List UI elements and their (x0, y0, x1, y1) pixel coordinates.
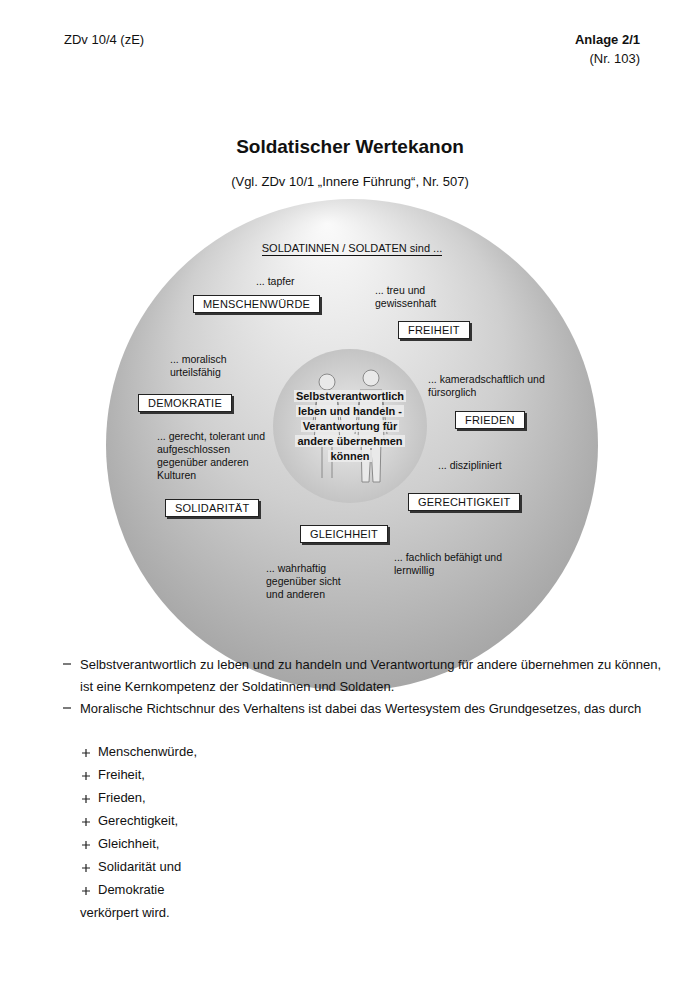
core-text-block: Selbstverantwortlich leben und handeln -… (286, 389, 414, 464)
value-label: FREIHEIT (408, 324, 460, 336)
list-item: Gleichheit, (98, 836, 159, 852)
core-circle-shape (273, 349, 427, 503)
core-circle: Selbstverantwortlich leben und handeln -… (272, 348, 428, 504)
closing-text: verkörpert wird. (80, 905, 170, 921)
plus-bullet (82, 864, 90, 872)
value-box: SOLIDARITÄT (165, 499, 259, 517)
value-label: SOLIDARITÄT (175, 502, 249, 514)
value-label: GLEICHHEIT (310, 528, 378, 540)
circle-heading: SOLDATINNEN / SOLDATEN sind ... (262, 242, 443, 256)
trait-label: ... treu und gewissenhaft (375, 284, 467, 310)
value-circle-shape (106, 199, 598, 691)
trait-label: ... fachlich befähigt und lernwillig (394, 551, 504, 577)
list-item: Solidarität und (98, 859, 181, 875)
figure-head (363, 370, 379, 386)
value-box: GLEICHHEIT (300, 525, 388, 543)
plus-bullet (82, 772, 90, 780)
plus-bullets (82, 749, 90, 895)
core-text: Selbstverantwortlich leben und handeln -… (294, 390, 406, 462)
core-text-wrap: Selbstverantwortlich leben und handeln -… (286, 348, 414, 504)
value-box: GERECHTIGKEIT (408, 493, 520, 511)
body-paragraph: Moralische Richtschnur des Verhaltens is… (80, 698, 672, 720)
value-box: DEMOKRATIE (138, 394, 232, 412)
appendix-number: Anlage 2/1 (575, 32, 640, 48)
bullet-symbols (63, 664, 90, 895)
trait-label: ... moralisch urteilsfähig (170, 353, 252, 379)
value-box: MENSCHENWÜRDE (193, 295, 320, 313)
figure-head (319, 374, 335, 390)
reference-note: (Vgl. ZDv 10/1 „Innere Führung“, Nr. 507… (0, 174, 700, 190)
plus-bullet (82, 841, 90, 849)
trait-label: ... kameradschaftlich und fürsorglich (428, 373, 548, 399)
trait-label: ... wahrhaftig gegenüber sicht und ander… (266, 562, 358, 601)
plus-bullet (82, 887, 90, 895)
document-code: ZDv 10/4 (zE) (64, 32, 144, 48)
dash-bullet (63, 663, 71, 664)
plus-bullet (82, 795, 90, 803)
dash-bullet (63, 707, 71, 708)
item-number: (Nr. 103) (589, 51, 640, 67)
value-box: FRIEDEN (455, 411, 525, 429)
plus-bullet (82, 818, 90, 826)
value-label: DEMOKRATIE (148, 397, 222, 409)
heading-wrap: SOLDATINNEN / SOLDATEN sind ... (105, 238, 599, 256)
value-label: MENSCHENWÜRDE (203, 298, 310, 310)
list-item: Freiheit, (98, 767, 145, 783)
list-item: Frieden, (98, 790, 146, 806)
trait-label: ... gerecht, tolerant und aufgeschlossen… (157, 430, 269, 482)
trait-label: ... tapfer (256, 275, 346, 288)
value-label: GERECHTIGKEIT (418, 496, 510, 508)
body-paragraph: Selbstverantwortlich zu leben und zu han… (80, 654, 672, 698)
list-item: Menschenwürde, (98, 744, 197, 760)
trait-label: ... diszipliniert (438, 459, 528, 472)
value-label: FRIEDEN (465, 414, 515, 426)
value-box: FREIHEIT (398, 321, 470, 339)
list-item: Demokratie (98, 882, 164, 898)
list-item: Gerechtigkeit, (98, 813, 178, 829)
plus-bullet (82, 749, 90, 757)
title: Soldatischer Wertekanon (0, 136, 700, 158)
